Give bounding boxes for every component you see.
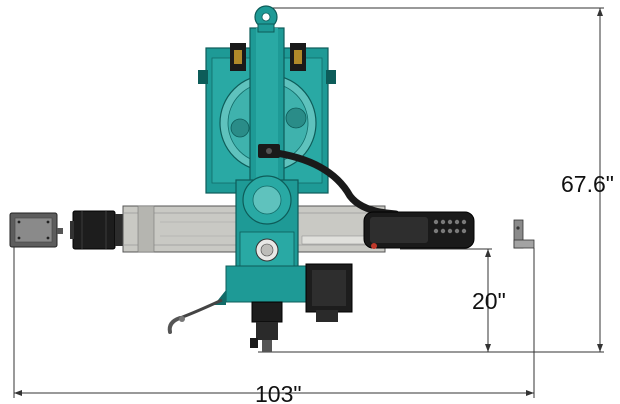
electrical-box [9, 212, 63, 248]
dimension-arrows [14, 8, 603, 396]
dimension-lines [13, 7, 604, 398]
height-dimension-label: 67.6" [561, 171, 614, 197]
pendant-arm [258, 144, 400, 218]
limit-switch-bracket [513, 219, 535, 249]
width-dimension-label: 103" [255, 381, 302, 404]
hand-lever [167, 298, 223, 334]
mill-column [198, 5, 336, 209]
pendant-controller [363, 211, 475, 249]
stepper-motor-z [305, 263, 353, 322]
stepper-motor-y [250, 301, 283, 352]
stepper-motor-x [70, 210, 125, 250]
depth-dimension-label: 20" [472, 288, 506, 314]
mill-saddle [214, 175, 309, 305]
